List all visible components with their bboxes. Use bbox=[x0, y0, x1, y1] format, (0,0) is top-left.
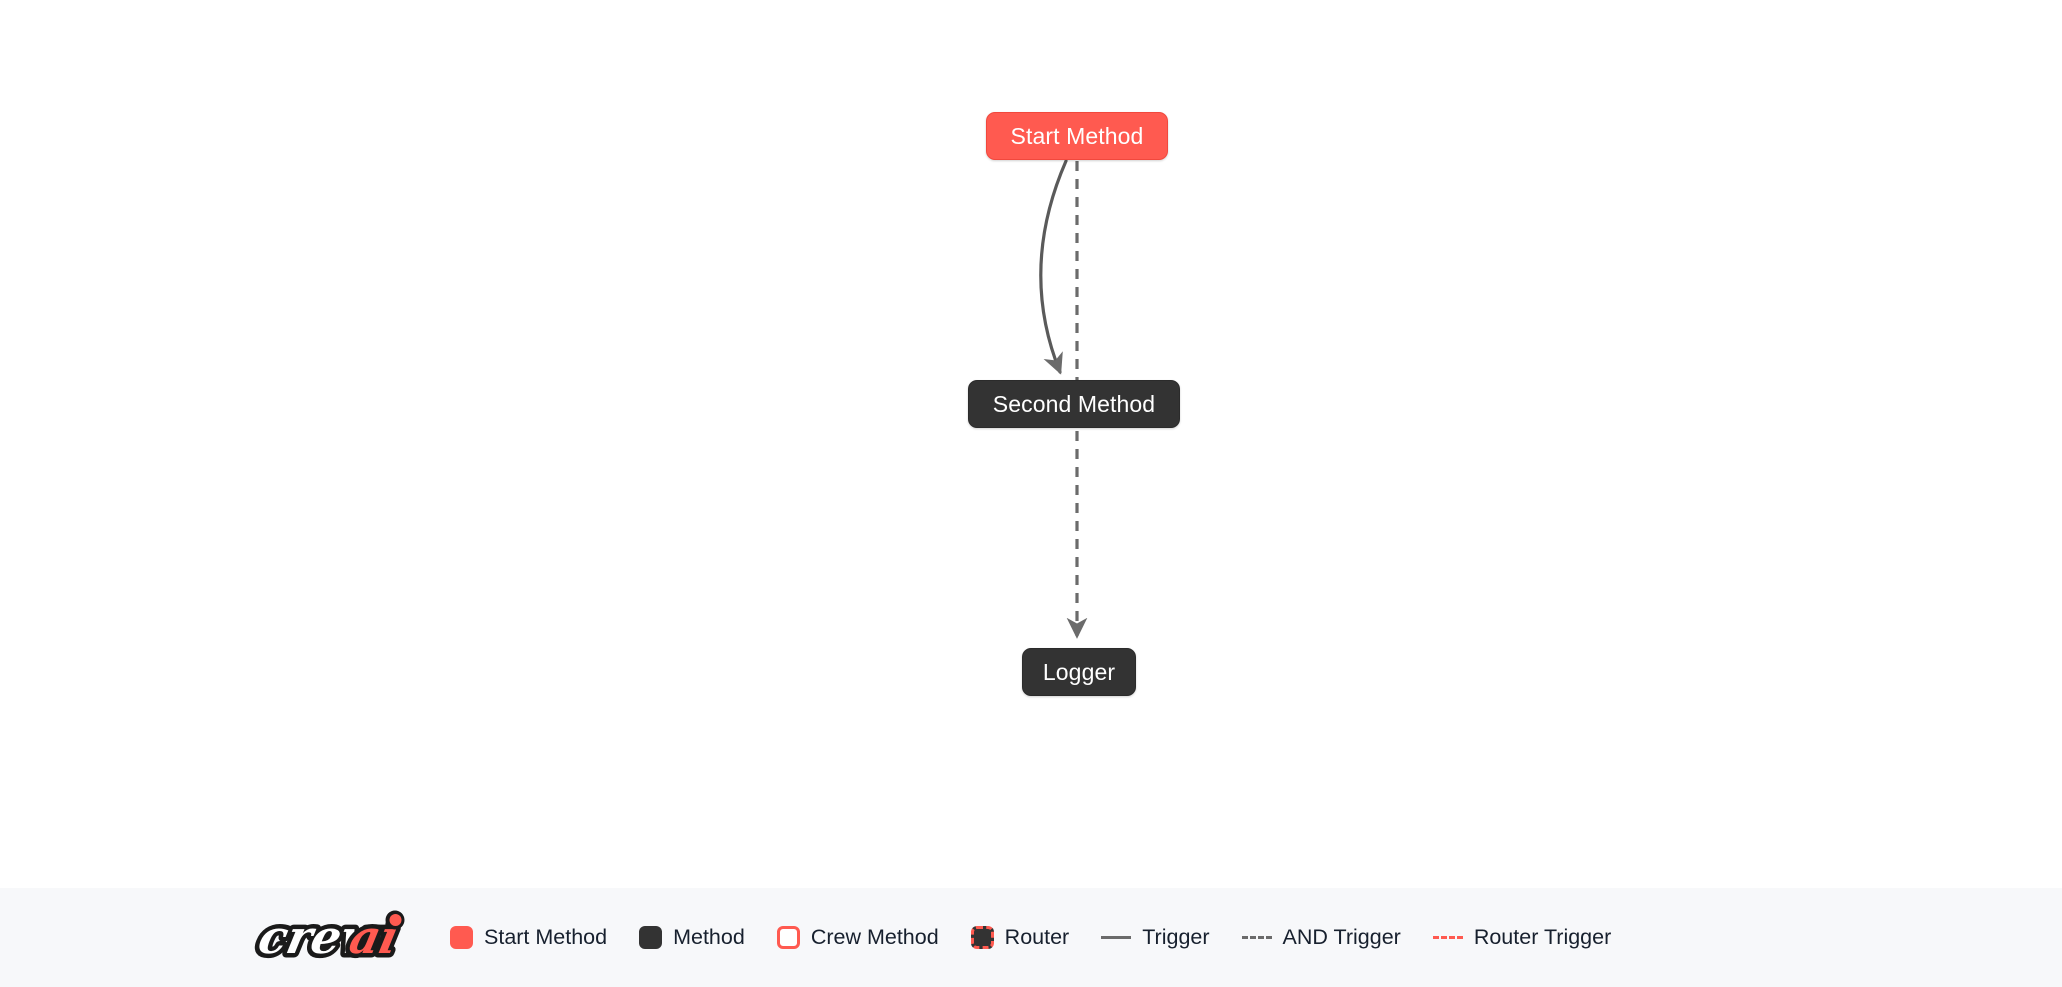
legend-item-router[interactable]: Router bbox=[970, 924, 1070, 949]
legend-item-and-trigger[interactable]: AND Trigger bbox=[1241, 924, 1401, 949]
start-method-swatch-icon bbox=[450, 926, 473, 949]
legend-item-method[interactable]: Method bbox=[639, 926, 745, 949]
router-swatch-icon bbox=[970, 926, 994, 949]
legend-item-label: Start Method bbox=[484, 924, 608, 949]
flow-node-logger[interactable]: Logger bbox=[1022, 648, 1136, 696]
router-trigger-line-icon bbox=[1432, 936, 1463, 939]
flow-node-second-method[interactable]: Second Method bbox=[968, 380, 1180, 428]
flow-node-label: Second Method bbox=[992, 390, 1156, 417]
legend-item-label: Router bbox=[1004, 924, 1070, 949]
legend-item-label: Crew Method bbox=[810, 924, 939, 949]
and-trigger-line-icon bbox=[1241, 936, 1272, 939]
crewai-logo: crew crew ai ai bbox=[252, 907, 410, 969]
flow-node-label: Start Method bbox=[1010, 122, 1144, 149]
legend-bar: crew crew ai ai Start Method Method bbox=[0, 888, 2062, 987]
flow-canvas[interactable]: Start Method Second Method Logger bbox=[0, 0, 2062, 888]
legend-item-label: Trigger bbox=[1142, 924, 1210, 949]
crewai-logo-svg: crew crew ai ai bbox=[252, 907, 408, 968]
legend-item-label: AND Trigger bbox=[1282, 924, 1401, 949]
logo-word-light-outline: crew bbox=[254, 909, 389, 963]
legend-item-start-method[interactable]: Start Method bbox=[450, 926, 607, 949]
logo-dot bbox=[385, 910, 405, 929]
trigger-line-icon bbox=[1101, 936, 1132, 939]
legend-item-label: Router Trigger bbox=[1473, 924, 1612, 949]
method-swatch-icon bbox=[639, 926, 663, 949]
legend-items: Start Method Method Crew Method Router T… bbox=[450, 926, 1643, 949]
flow-node-label: Logger bbox=[1042, 658, 1116, 685]
crew-method-swatch-icon bbox=[776, 926, 800, 949]
logo-word-light: crew bbox=[254, 909, 389, 963]
flow-node-start-method[interactable]: Start Method bbox=[986, 112, 1168, 160]
legend-item-trigger[interactable]: Trigger bbox=[1101, 924, 1210, 949]
legend-item-label: Method bbox=[673, 924, 745, 949]
legend-item-router-trigger[interactable]: Router Trigger bbox=[1432, 924, 1612, 949]
legend-item-crew-method[interactable]: Crew Method bbox=[776, 924, 939, 949]
edge-start-to-second bbox=[1039, 159, 1068, 375]
